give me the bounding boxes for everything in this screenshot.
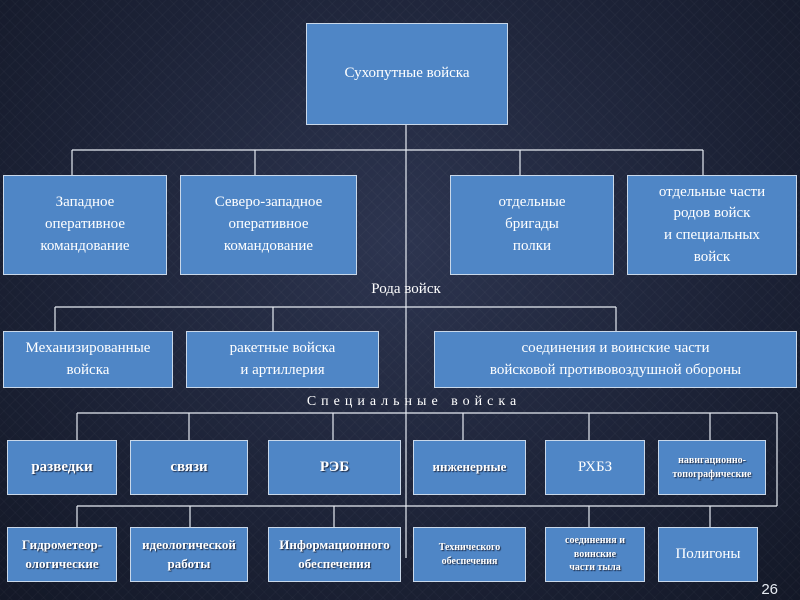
special-node-cbrn: РХБЗ bbox=[545, 440, 645, 495]
special-node-engineering: инженерные bbox=[413, 440, 526, 495]
branches-label: Рода войск bbox=[371, 281, 441, 297]
special-node-technical-support: Технического обеспечения bbox=[413, 527, 526, 582]
root-node: Сухопутные войска bbox=[306, 23, 508, 125]
branch-node-air-defense: соединения и воинские части войсковой пр… bbox=[434, 331, 797, 388]
special-node-ideological-work: идеологической работы bbox=[130, 527, 248, 582]
special-node-signals: связи bbox=[130, 440, 248, 495]
special-node-navigation-topographic: навигационно- топографические bbox=[658, 440, 766, 495]
page-number: 26 bbox=[761, 581, 778, 598]
special-node-ew: РЭБ bbox=[268, 440, 401, 495]
special-node-reconnaissance: разведки bbox=[7, 440, 117, 495]
branch-node-missile-artillery: ракетные войска и артиллерия bbox=[186, 331, 379, 388]
special-node-information-support: Информационного обеспечения bbox=[268, 527, 401, 582]
special-node-ranges: Полигоны bbox=[658, 527, 758, 582]
special-troops-label: Специальные войска bbox=[306, 394, 522, 409]
command-node-brigades: отдельные бригады полки bbox=[450, 175, 614, 275]
special-node-hydrometeorological: Гидрометеор- ологические bbox=[7, 527, 117, 582]
branch-node-mechanized: Механизированные войска bbox=[3, 331, 173, 388]
command-node-separate-units: отдельные части родов войск и специальны… bbox=[627, 175, 797, 275]
special-node-rear-units: соединения и воинские части тыла bbox=[545, 527, 645, 582]
command-node-west: Западное оперативное командование bbox=[3, 175, 167, 275]
command-node-northwest: Северо-западное оперативное командование bbox=[180, 175, 357, 275]
